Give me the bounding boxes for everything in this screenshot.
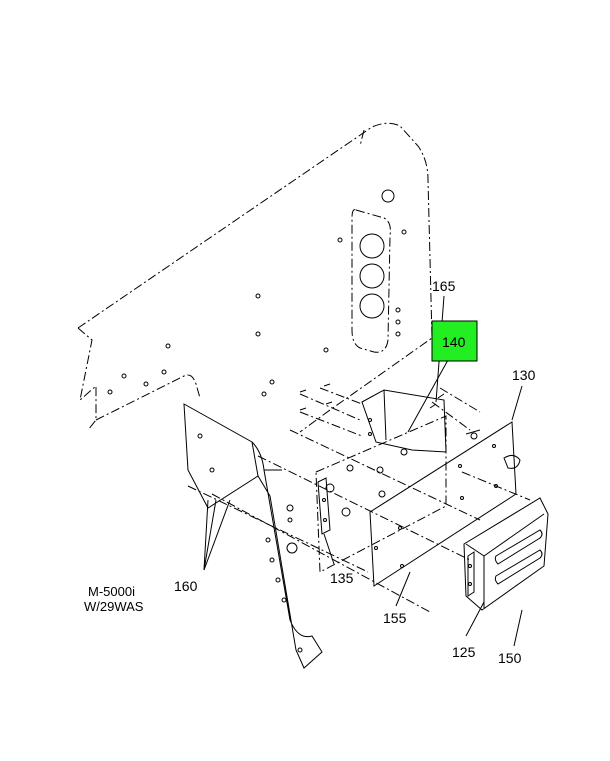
bracket-165: [299, 383, 447, 453]
mounting-plate: [286, 415, 447, 573]
leader-lines: [203, 295, 523, 647]
highlight-box: [431, 320, 478, 362]
callout-130: 130: [512, 367, 536, 383]
callout-140-highlight[interactable]: 140: [431, 320, 478, 362]
callout-125: 125: [452, 644, 476, 660]
connector-lines: [187, 387, 531, 613]
model-caption-line2: W/29WAS: [84, 599, 144, 614]
bracket-135: [317, 477, 331, 535]
left-bracket-160: [183, 403, 323, 669]
callout-150: 150: [498, 650, 522, 666]
callout-165: 165: [432, 278, 456, 294]
callout-155: 155: [383, 610, 407, 626]
plate-130: [369, 421, 521, 587]
callout-140[interactable]: 140: [442, 334, 466, 350]
callout-160: 160: [174, 578, 198, 594]
model-caption-line1: M-5000i: [88, 584, 135, 599]
cab-back-panel: [77, 122, 433, 433]
callout-135: 135: [330, 570, 354, 586]
step-assembly-125: [463, 497, 549, 611]
